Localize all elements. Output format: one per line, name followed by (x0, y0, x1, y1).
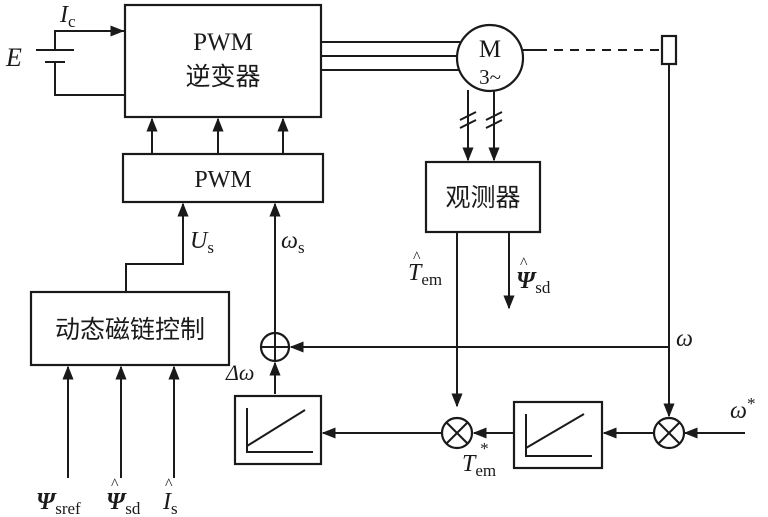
torque-regulator-block (233, 394, 323, 466)
label-delta-omega: Δω (225, 360, 254, 385)
hat-Tem: ^ (413, 249, 421, 266)
speed-comparator (652, 416, 686, 450)
label-psi-sref: Ψsref (36, 489, 81, 517)
pwm-inverter-label-2: 逆变器 (185, 63, 260, 91)
label-omega-star: ω* (730, 394, 755, 424)
pwm-block (121, 152, 325, 204)
label-psi-sd-hat: Ψsd (516, 268, 551, 297)
label-E: E (5, 43, 22, 72)
dc-source (36, 30, 125, 96)
label-Tem-hat: Tem (408, 260, 442, 289)
us-signal-line (125, 202, 189, 292)
observer-block (424, 160, 542, 234)
speed-encoder (660, 34, 678, 66)
label-Us: Us (190, 228, 214, 257)
label-omega-s: ωs (281, 228, 305, 257)
label-Is-input: Is (162, 489, 178, 517)
label-omega-feedback: ω (676, 326, 693, 352)
hat-Is-input: ^ (165, 476, 173, 493)
dynamic-flux-control-block (29, 290, 231, 367)
motor-label-phase: 3~ (479, 65, 501, 89)
dynamic-flux-control-label: 动态磁链控制 (55, 316, 205, 344)
motor-label-M: M (479, 36, 501, 63)
summing-junction (259, 331, 291, 363)
hat-psi-sd-input: ^ (111, 476, 119, 493)
observer-label: 观测器 (445, 184, 520, 212)
motor: M 3~ (455, 23, 525, 93)
torque-comparator (440, 416, 474, 450)
three-phase-bus (321, 41, 460, 71)
hat-psi-sd: ^ (520, 255, 528, 272)
speed-regulator-block (512, 400, 604, 470)
label-psi-sd-input: Ψsd (106, 489, 141, 517)
pwm-inverter-label-1: PWM (193, 29, 253, 56)
flux-control-inputs (62, 365, 180, 478)
pwm-block-label: PWM (194, 167, 251, 193)
pwm-inverter-block (123, 3, 323, 119)
measurement-lines (459, 90, 503, 162)
pwm-to-inverter-arrows (146, 117, 289, 154)
label-Ic: Ic (59, 2, 76, 31)
label-Tem-star: Tem* (462, 439, 496, 480)
